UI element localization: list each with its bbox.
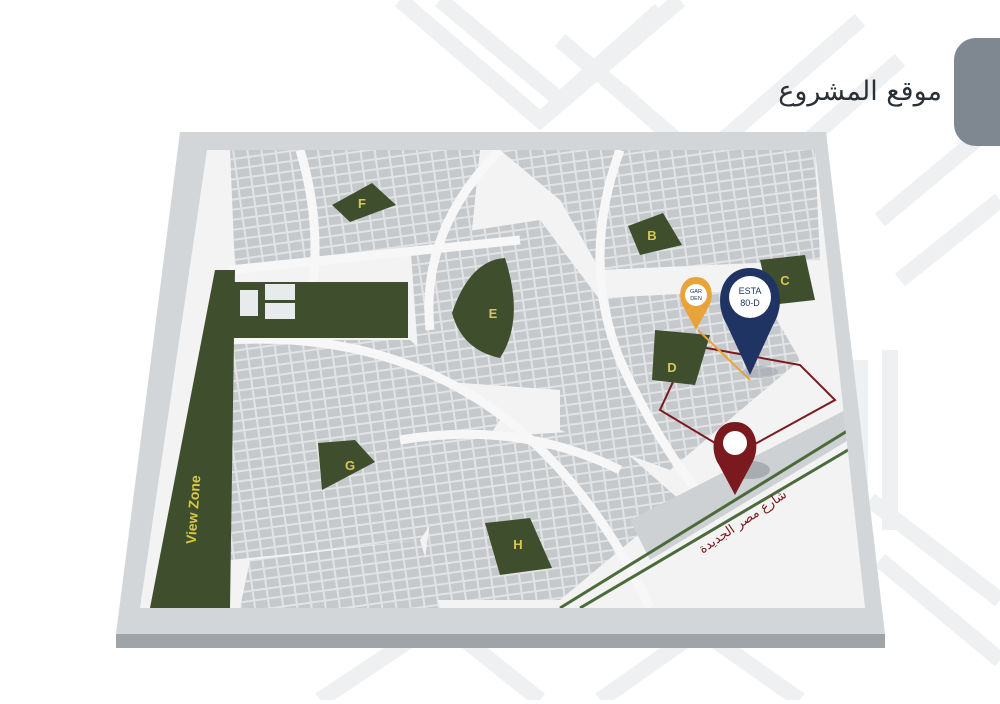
zone-f-area (332, 183, 396, 222)
map-frame-edge (116, 634, 885, 648)
zone-g-label: G (345, 458, 355, 473)
zone-b-area (628, 213, 682, 255)
street-strip (630, 400, 865, 560)
page-title: موقع المشروع (778, 76, 942, 107)
zone-e-label: E (489, 306, 498, 321)
project-pin-label-2: 80-D (740, 298, 760, 308)
street-line (559, 418, 865, 608)
zone-f-label: F (358, 196, 366, 211)
zone-g-area (318, 440, 375, 490)
zone-h-area (485, 518, 552, 575)
garden-pin[interactable]: GAR DEN (680, 277, 751, 381)
garden-pin-label-2: DEN (690, 296, 702, 302)
project-pin[interactable]: ESTA 80-D (720, 268, 780, 378)
service-park (233, 282, 408, 338)
zone-b-label: B (647, 228, 656, 243)
corner-tab (954, 38, 1000, 146)
project-pin-label-1: ESTA (739, 286, 762, 296)
service-buildings (240, 284, 295, 319)
zone-e-area (452, 258, 514, 358)
view-zone-strip (150, 270, 235, 608)
street-line-2 (579, 438, 865, 608)
street-pin[interactable] (713, 422, 770, 495)
zone-d-label: D (667, 360, 676, 375)
project-highlight (658, 343, 837, 457)
garden-pin-label-1: GAR (690, 289, 702, 295)
zone-d-area (652, 330, 710, 385)
view-zone-label: View Zone (183, 474, 204, 544)
zone-h-label: H (513, 537, 522, 552)
zone-c-label: C (780, 273, 790, 288)
